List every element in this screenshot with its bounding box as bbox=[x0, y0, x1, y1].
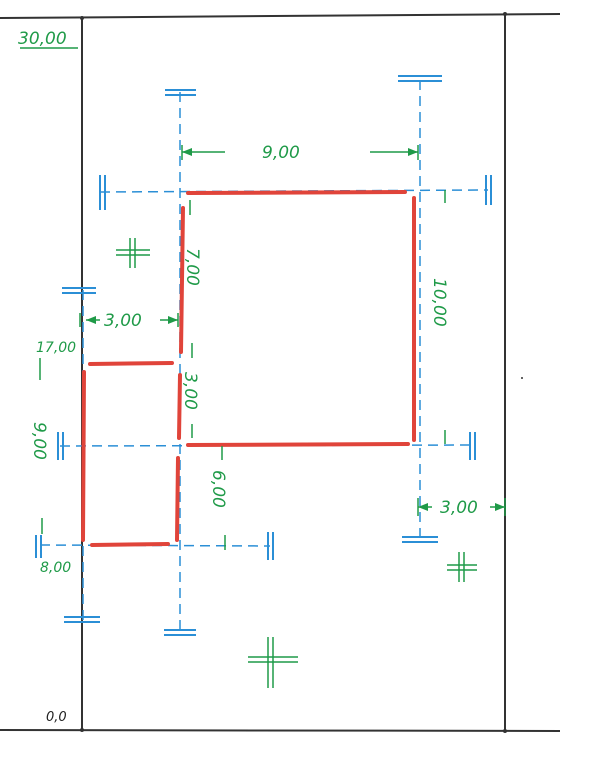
label-dim-3-mid: 3,00 bbox=[180, 372, 200, 410]
dimension-arrows bbox=[86, 148, 505, 511]
label-dim-17: 17,00 bbox=[36, 340, 76, 356]
label-dim-10: 10,00 bbox=[429, 278, 449, 327]
label-dim-7: 7,00 bbox=[182, 248, 202, 286]
label-dim-9-top: 9,00 bbox=[262, 143, 300, 163]
label-dim-8: 8,00 bbox=[40, 560, 71, 576]
label-dim-3-left: 3,00 bbox=[104, 311, 142, 331]
corner-points bbox=[80, 12, 523, 733]
grid-symbols bbox=[116, 238, 477, 688]
building-walls bbox=[81, 190, 416, 547]
label-top-left: 30,00 bbox=[18, 29, 67, 49]
label-dim-6: 6,00 bbox=[208, 470, 228, 508]
plot-border bbox=[0, 13, 561, 732]
label-dim-3-right: 3,00 bbox=[440, 498, 478, 518]
label-dim-9-left: 9,00 bbox=[29, 422, 49, 460]
axis-ticks bbox=[35, 75, 492, 636]
label-origin: 0,0 bbox=[46, 710, 67, 725]
